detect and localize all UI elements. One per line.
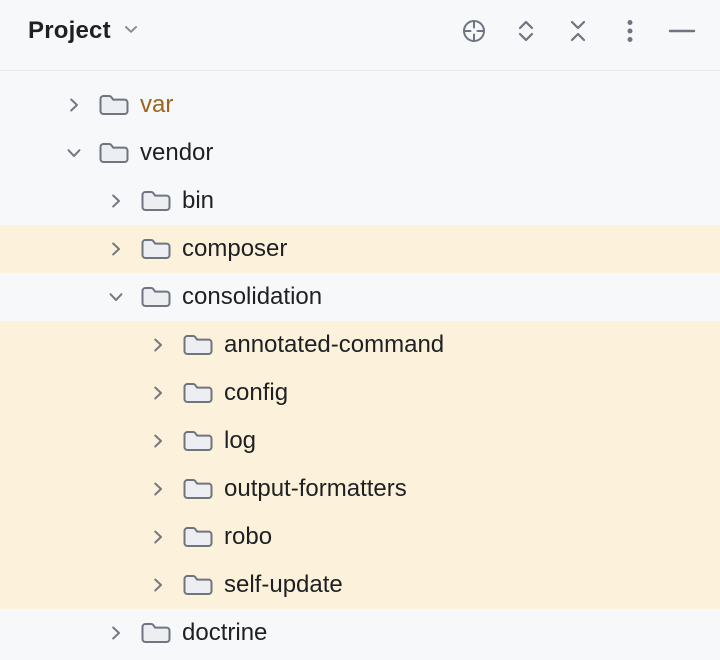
chevron-icon[interactable]	[106, 191, 126, 211]
header-toolbar	[456, 13, 700, 49]
folder-icon	[182, 429, 214, 453]
chevron-icon[interactable]	[148, 335, 168, 355]
folder-name: annotated-command	[224, 331, 445, 358]
folder-icon	[98, 141, 130, 165]
tree-row[interactable]: annotated-command	[0, 321, 720, 369]
panel-title: Project	[28, 17, 111, 44]
folder-name: bin	[182, 187, 215, 214]
tree-row[interactable]: consolidation	[0, 273, 720, 321]
tool-window-header: Project	[0, 0, 720, 71]
folder-name: consolidation	[182, 283, 323, 310]
more-options-button[interactable]	[612, 13, 648, 49]
folder-name: config	[224, 379, 289, 406]
chevron-icon[interactable]	[148, 431, 168, 451]
tree-row[interactable]: config	[0, 369, 720, 417]
folder-name: log	[224, 427, 257, 454]
collapse-all-button[interactable]	[560, 13, 596, 49]
expand-all-button[interactable]	[508, 13, 544, 49]
collapse-all-icon	[562, 15, 594, 47]
folder-icon	[140, 621, 172, 645]
tree-row[interactable]: log	[0, 417, 720, 465]
folder-icon	[140, 189, 172, 213]
chevron-icon[interactable]	[148, 383, 168, 403]
folder-name: composer	[182, 235, 288, 262]
folder-name: output-formatters	[224, 475, 407, 502]
folder-icon	[182, 477, 214, 501]
tree-row[interactable]: vendor	[0, 129, 720, 177]
tree-row[interactable]: bin	[0, 177, 720, 225]
tree-row[interactable]: var	[0, 81, 720, 129]
chevron-down-icon	[121, 19, 141, 44]
folder-icon	[98, 93, 130, 117]
tree-row[interactable]: doctrine	[0, 609, 720, 657]
chevron-icon[interactable]	[64, 95, 84, 115]
folder-icon	[182, 333, 214, 357]
project-view-selector[interactable]: Project	[28, 17, 141, 45]
folder-icon	[182, 525, 214, 549]
select-opened-file-icon	[458, 15, 490, 47]
folder-icon	[140, 285, 172, 309]
chevron-icon[interactable]	[148, 575, 168, 595]
chevron-icon[interactable]	[148, 527, 168, 547]
chevron-icon[interactable]	[106, 239, 126, 259]
folder-icon	[182, 381, 214, 405]
project-tree: var vendor bin	[0, 71, 720, 660]
chevron-icon[interactable]	[106, 287, 126, 307]
chevron-icon[interactable]	[106, 623, 126, 643]
expand-all-icon	[510, 15, 542, 47]
folder-name: robo	[224, 523, 273, 550]
tree-row[interactable]: self-update	[0, 561, 720, 609]
folder-icon	[182, 573, 214, 597]
folder-name: doctrine	[182, 619, 268, 646]
select-opened-file-button[interactable]	[456, 13, 492, 49]
tree-row[interactable]: output-formatters	[0, 465, 720, 513]
folder-name: vendor	[140, 139, 214, 166]
tree-row[interactable]: composer	[0, 225, 720, 273]
folder-name: var	[140, 91, 174, 118]
more-options-icon	[614, 15, 646, 47]
chevron-icon[interactable]	[148, 479, 168, 499]
folder-name: self-update	[224, 571, 343, 598]
hide-tool-window-icon	[666, 15, 698, 47]
hide-tool-window-button[interactable]	[664, 13, 700, 49]
folder-icon	[140, 237, 172, 261]
chevron-icon[interactable]	[64, 143, 84, 163]
tree-row[interactable]: robo	[0, 513, 720, 561]
